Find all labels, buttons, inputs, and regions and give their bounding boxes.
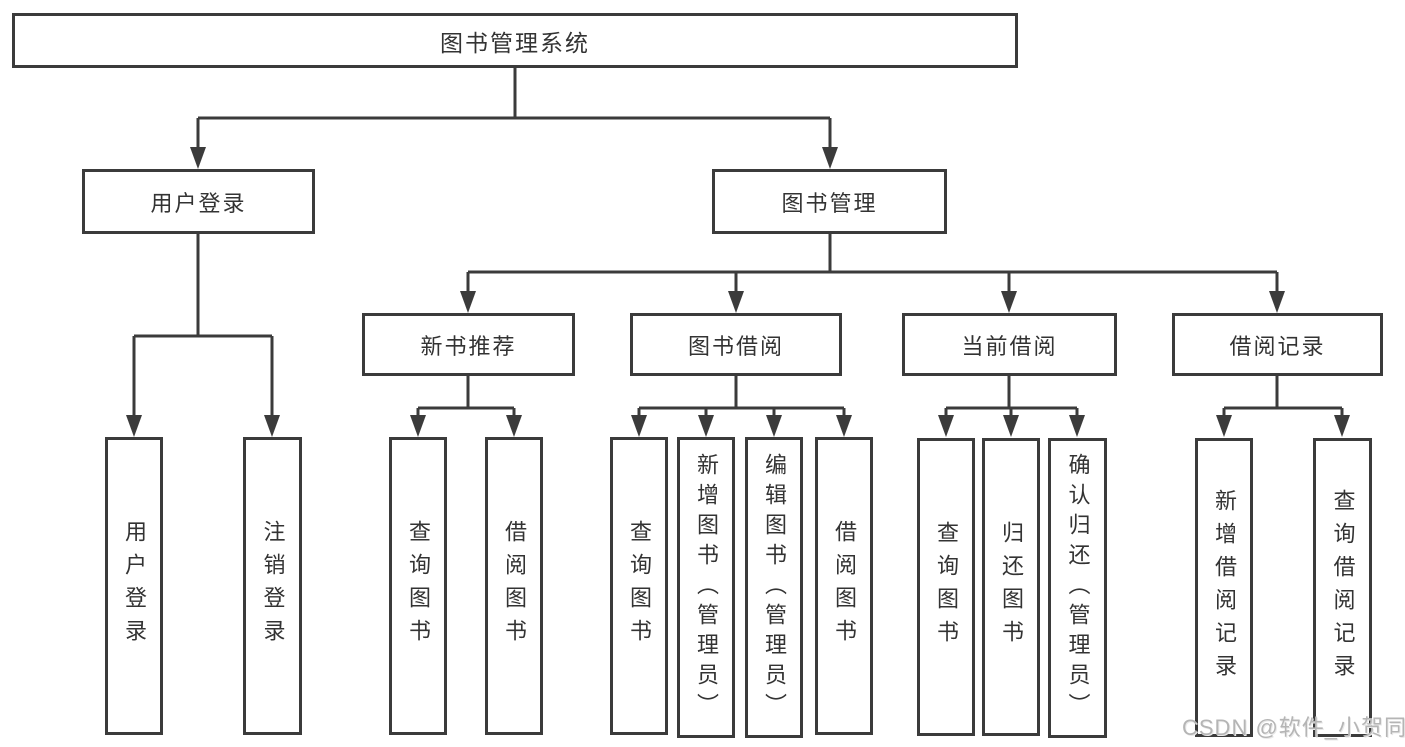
node-user-login: 用户登录 xyxy=(82,169,315,234)
node-label: 新增借阅记录 xyxy=(1212,488,1237,687)
leaf-edit-books-admin: 编辑图书（管理员） xyxy=(745,437,803,738)
watermark: CSDN @软件_小贺同学 xyxy=(1182,715,1405,740)
leaf-borrow-books-recommend: 借阅图书 xyxy=(485,437,543,735)
node-label: 借阅记录 xyxy=(1229,333,1326,359)
node-label: 查询图书 xyxy=(934,521,959,653)
leaf-query-books-current: 查询图书 xyxy=(917,438,975,736)
leaf-query-books-recommend: 查询图书 xyxy=(389,437,447,735)
node-library-management-system: 图书管理系统 xyxy=(12,13,1018,68)
node-label: 确认归还（管理员） xyxy=(1065,453,1091,723)
node-label: 用户登录 xyxy=(150,190,247,216)
leaf-add-borrow-record: 新增借阅记录 xyxy=(1195,438,1253,737)
node-current-borrowing: 当前借阅 xyxy=(902,313,1117,376)
node-label: 用户登录 xyxy=(122,520,147,652)
node-label: 图书借阅 xyxy=(687,333,784,359)
node-label: 归还图书 xyxy=(999,521,1024,653)
node-label: 借阅图书 xyxy=(502,520,527,652)
leaf-return-books: 归还图书 xyxy=(982,438,1040,736)
node-label: 图书管理系统 xyxy=(440,29,590,56)
node-label: 注销登录 xyxy=(260,520,286,652)
leaf-confirm-return-admin: 确认归还（管理员） xyxy=(1048,438,1107,738)
node-label: 图书管理 xyxy=(781,190,878,216)
node-book-borrowing: 图书借阅 xyxy=(630,313,842,376)
node-label: 查询借阅记录 xyxy=(1330,488,1356,687)
node-label: 编辑图书（管理员） xyxy=(762,452,787,723)
leaf-logout: 注销登录 xyxy=(243,437,302,735)
node-label: 借阅图书 xyxy=(832,520,857,652)
node-label: 当前借阅 xyxy=(961,333,1058,359)
leaf-borrow-books-borrowing: 借阅图书 xyxy=(815,437,873,735)
leaf-query-books-borrowing: 查询图书 xyxy=(610,437,668,735)
leaf-add-books-admin: 新增图书（管理员） xyxy=(677,437,735,738)
leaf-query-borrow-record: 查询借阅记录 xyxy=(1313,438,1372,737)
leaf-user-login: 用户登录 xyxy=(105,437,163,735)
node-label: 新书推荐 xyxy=(420,333,517,359)
node-label: 新增图书（管理员） xyxy=(694,452,719,723)
node-label: 查询图书 xyxy=(627,520,652,652)
node-borrowing-records: 借阅记录 xyxy=(1172,313,1383,376)
node-label: 查询图书 xyxy=(406,520,431,652)
node-book-management: 图书管理 xyxy=(712,169,947,234)
node-new-book-recommendation: 新书推荐 xyxy=(362,313,575,376)
